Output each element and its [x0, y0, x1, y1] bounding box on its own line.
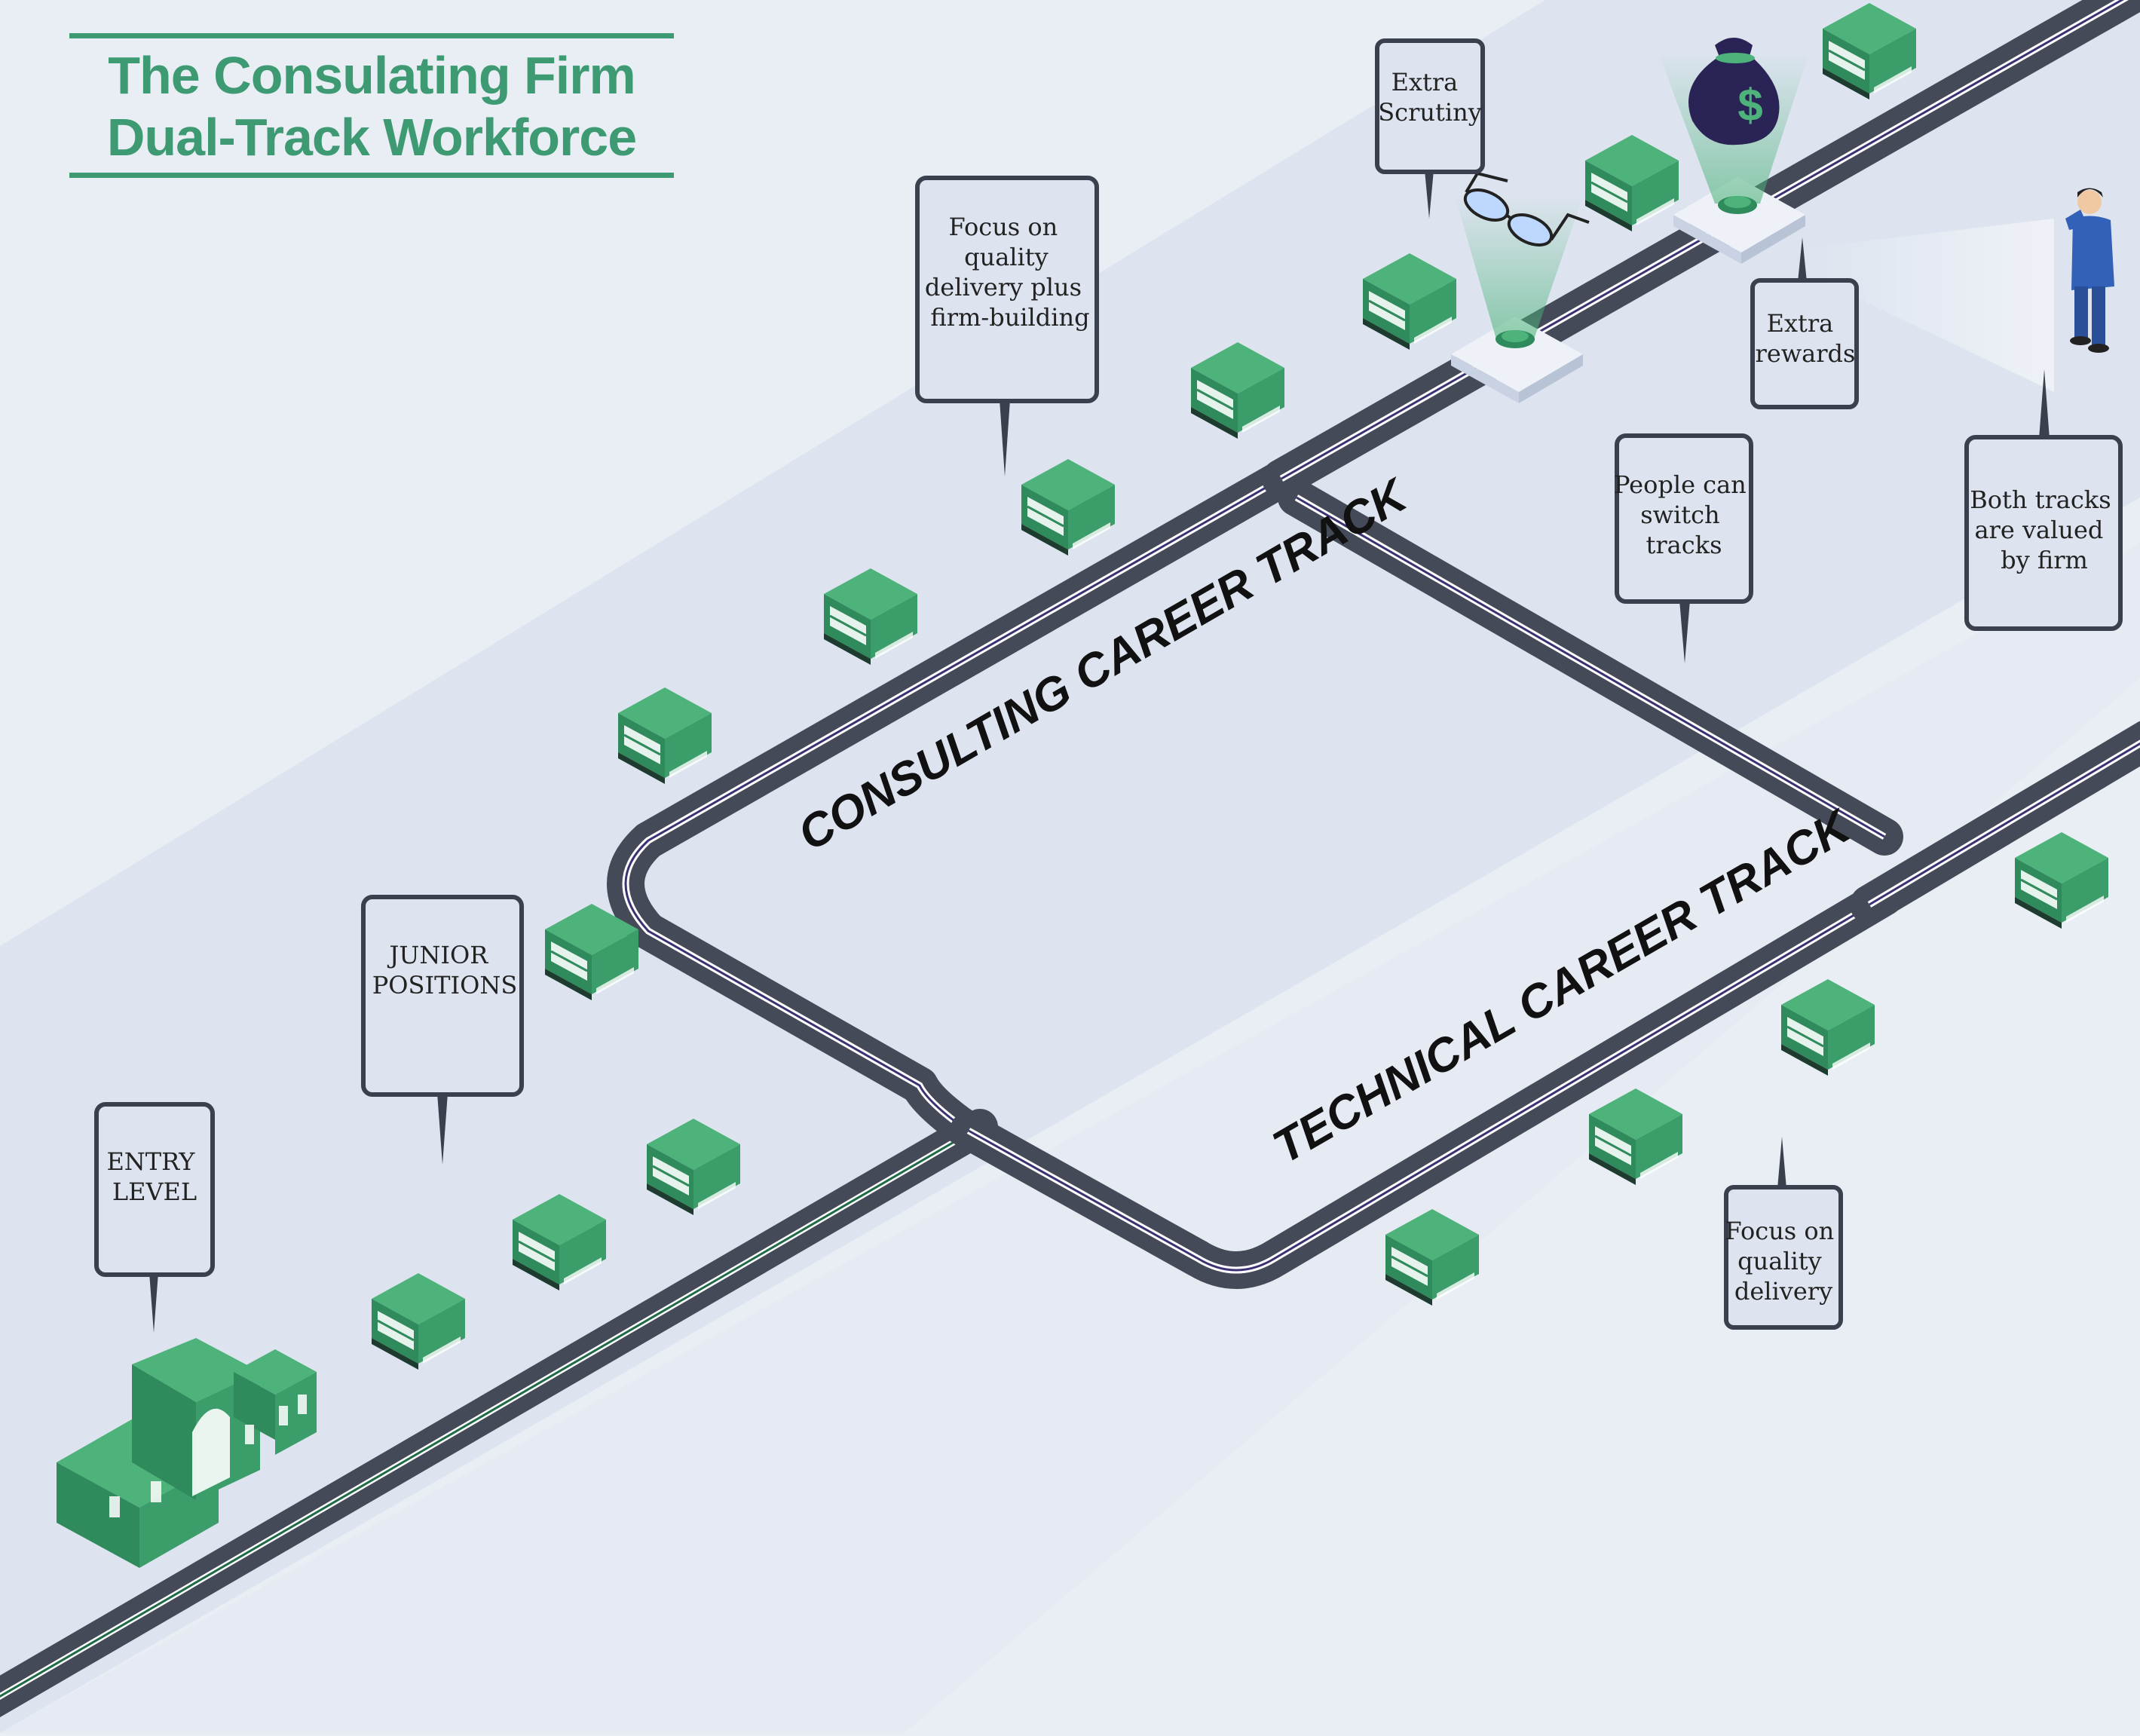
callout-line: Extra [1767, 309, 1834, 338]
callout-line: People can [1614, 470, 1747, 499]
callout-line: quality [1737, 1247, 1822, 1275]
svg-text:Both tracks are valued: Both tracks are valued by firm [1970, 485, 2119, 574]
callout-line: delivery [1734, 1277, 1832, 1306]
svg-text:Focus on quality d: Focus on quality delivery plus firm-buil… [925, 213, 1090, 332]
money-bag-icon: $ [1688, 38, 1780, 145]
callout-line: ENTRY [106, 1147, 195, 1176]
main-road [0, 1109, 998, 1718]
callout-line: switch [1640, 501, 1719, 529]
callout-switch-tracks: People can switch tracks [1614, 433, 1754, 663]
spotlight-beam [1802, 219, 2054, 392]
title-block: The Consulating Firm Dual-Track Workforc… [69, 33, 674, 178]
svg-text:People can switch: People can switch tracks [1614, 470, 1754, 559]
callout-line: LEVEL [112, 1177, 197, 1206]
entry-building [57, 1338, 317, 1568]
callout-line: JUNIOR [387, 941, 489, 969]
callout-line: firm-building [930, 303, 1089, 332]
callout-both-valued: Both tracks are valued by firm [1964, 369, 2123, 631]
callout-line: Both tracks [1970, 485, 2111, 514]
glasses-icon [1463, 171, 1590, 246]
callout-extra-scrutiny: Extra Scrutiny [1375, 38, 1485, 219]
callout-line: tracks [1646, 531, 1722, 559]
callout-line: POSITIONS [372, 971, 517, 1000]
callout-line: quality [964, 243, 1049, 271]
svg-text:ENTRY LEVEL: ENTRY LEVEL [106, 1147, 202, 1206]
callout-line: are valued [1974, 516, 2103, 544]
callout-line: Extra [1391, 68, 1459, 96]
title-rule-bottom [69, 173, 674, 178]
callout-line: Focus on [949, 213, 1058, 241]
observer-person-icon [2065, 188, 2114, 353]
callout-extra-rewards: Extra rewards [1750, 237, 1859, 409]
callout-focus-quality-firm: Focus on quality delivery plus firm-buil… [915, 176, 1099, 476]
callout-line: delivery plus [925, 273, 1082, 302]
callout-focus-quality: Focus on quality delivery [1724, 1137, 1843, 1330]
page-title: The Consulating Firm Dual-Track Workforc… [69, 38, 674, 173]
title-line-2: Dual-Track Workforce [106, 108, 637, 167]
callout-line: rewards [1756, 339, 1856, 368]
callout-junior-positions: JUNIOR POSITIONS [361, 895, 524, 1165]
dollar-symbol: $ [1737, 80, 1762, 130]
svg-text:Extra Scrutiny: Extra Scrutiny [1378, 68, 1482, 127]
svg-text:Focus on quality d: Focus on quality delivery [1725, 1217, 1842, 1306]
switch-connector-road [1278, 479, 1903, 856]
callout-line: Focus on [1725, 1217, 1835, 1245]
title-rule-top [69, 33, 674, 38]
callout-entry-level: ENTRY LEVEL [94, 1102, 215, 1333]
technical-track-road [950, 721, 2140, 1289]
callout-line: by firm [2001, 546, 2088, 574]
callout-line: Scrutiny [1378, 98, 1482, 127]
title-line-1: The Consulating Firm [108, 46, 635, 105]
svg-text:JUNIOR POSITIONS: JUNIOR POSITIONS [372, 941, 517, 1000]
svg-text:Extra rewards: Extra rewards [1756, 309, 1856, 368]
